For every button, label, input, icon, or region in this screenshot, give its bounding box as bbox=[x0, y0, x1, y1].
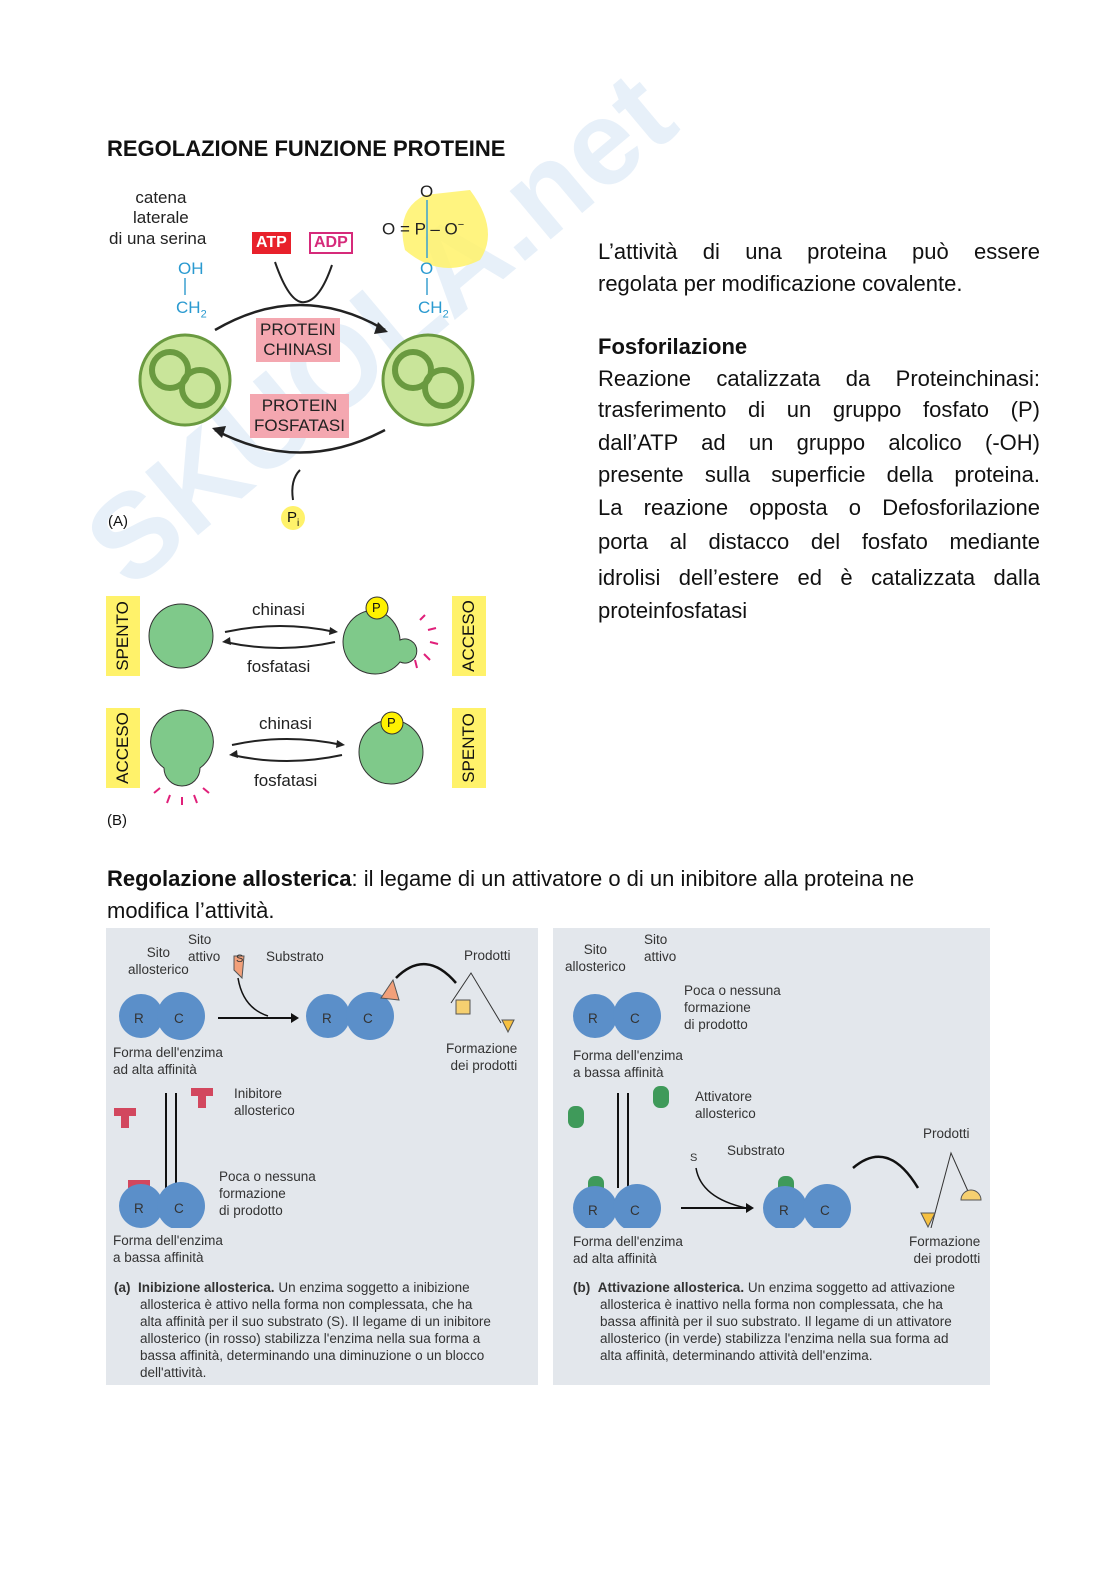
ch2-left: CH2 bbox=[176, 298, 207, 321]
label: R bbox=[134, 1011, 144, 1026]
label: Substrato bbox=[727, 1143, 785, 1158]
ch2-right: CH2 bbox=[418, 298, 449, 321]
phosphatase-label: fosfatasi bbox=[254, 771, 318, 790]
label: R bbox=[779, 1203, 789, 1218]
phosphate-badge: P bbox=[387, 715, 396, 730]
figure-a-graphics bbox=[138, 190, 488, 530]
page-title: REGOLAZIONE FUNZIONE PROTEINE bbox=[107, 136, 506, 161]
phosphate-o: O bbox=[420, 259, 434, 278]
text-line: Reazione catalizzata da Proteinchinasi: bbox=[598, 366, 1040, 391]
inhibition-graphics bbox=[114, 955, 515, 1228]
enzyme-icon bbox=[573, 1184, 661, 1228]
enzyme-icon bbox=[763, 1184, 851, 1228]
allosteric-paragraph: modifica l’attività. bbox=[107, 898, 275, 923]
inhibitor-icon bbox=[114, 1088, 213, 1198]
kinase-label: chinasi bbox=[259, 714, 312, 733]
text-line: proteinfosfatasi bbox=[598, 598, 748, 623]
label: Prodotti bbox=[464, 948, 511, 963]
state-label: SPENTO bbox=[106, 596, 140, 676]
section-heading: Fosforilazione bbox=[598, 334, 748, 359]
label: R bbox=[322, 1011, 332, 1026]
protein-on-icon bbox=[150, 709, 214, 787]
substrate-icon: S bbox=[690, 1152, 698, 1164]
oh-label: OH bbox=[178, 259, 204, 278]
text-line: trasferimento di un gruppo fosfato (P) bbox=[598, 397, 1040, 422]
phosphate-top-o: O bbox=[420, 182, 434, 201]
text-line: L’attività di una proteina può essere bbox=[598, 239, 1040, 264]
state-label: ACCESO bbox=[452, 596, 486, 676]
protein-on-icon bbox=[342, 609, 418, 675]
phosphate-badge: P bbox=[372, 600, 381, 615]
protein-right-icon bbox=[381, 333, 475, 427]
adp-badge: ADP bbox=[309, 232, 353, 254]
label: Substrato bbox=[266, 949, 324, 964]
label: C bbox=[820, 1203, 830, 1218]
phosphate-highlight bbox=[402, 190, 488, 268]
protein-off-icon bbox=[148, 603, 214, 669]
figure-a-label: (A) bbox=[108, 513, 128, 530]
text-line: presente sulla superficie della proteina… bbox=[598, 462, 1040, 487]
text-line: dall’ATP ad un gruppo alcolico (-OH) bbox=[598, 430, 1040, 455]
activation-graphics bbox=[568, 992, 982, 1228]
caption: (b) Attivazione allosterica. Un enzima s… bbox=[573, 1280, 955, 1363]
text-line: idrolisi dell’estere ed è catalizzata da… bbox=[598, 565, 1040, 590]
label: C bbox=[174, 1011, 184, 1026]
label: C bbox=[630, 1011, 640, 1026]
caption: (a) Inibizione allosterica. Un enzima so… bbox=[114, 1280, 491, 1380]
label: R bbox=[588, 1203, 598, 1218]
label: C bbox=[363, 1011, 373, 1026]
enzyme-icon bbox=[119, 992, 205, 1040]
figure-b-graphics bbox=[148, 596, 439, 805]
pi-label: Pi bbox=[287, 509, 300, 529]
side-chain-label: di una serina bbox=[109, 229, 207, 248]
atp-badge: ATP bbox=[252, 232, 291, 254]
state-label: ACCESO bbox=[106, 708, 140, 788]
label: C bbox=[174, 1201, 184, 1216]
kinase-label: chinasi bbox=[252, 600, 305, 619]
label: C bbox=[630, 1203, 640, 1218]
text-line: porta al distacco del fosfato mediante bbox=[598, 529, 1040, 554]
substrate-icon: S bbox=[236, 953, 244, 965]
label: R bbox=[134, 1201, 144, 1216]
forward-arrow bbox=[214, 303, 386, 332]
label: Prodotti bbox=[923, 1126, 970, 1141]
figure-b-label: (B) bbox=[107, 812, 127, 829]
text-line: regolata per modificazione covalente. bbox=[598, 271, 963, 296]
state-label: SPENTO bbox=[452, 708, 486, 788]
pi-circle bbox=[281, 506, 305, 530]
phosphatase-label: fosfatasi bbox=[247, 657, 311, 676]
enzyme-icon bbox=[306, 992, 394, 1040]
protein-left-icon bbox=[138, 333, 232, 427]
allosteric-paragraph: Regolazione allosterica: il legame di un… bbox=[107, 866, 915, 891]
enzyme-icon bbox=[573, 992, 661, 1040]
reverse-arrow bbox=[214, 428, 386, 454]
label: R bbox=[588, 1011, 598, 1026]
phosphate-group: O = P – O− bbox=[382, 219, 465, 239]
enzyme-icon bbox=[119, 1182, 205, 1228]
text-line: La reazione opposta o Defosforilazione bbox=[598, 495, 1040, 520]
